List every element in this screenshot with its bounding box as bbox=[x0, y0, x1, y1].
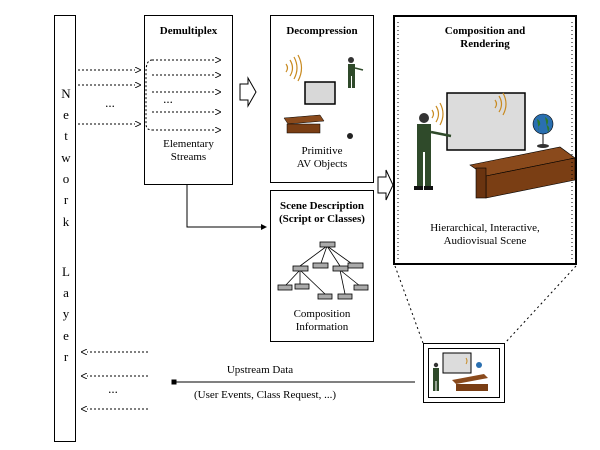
demultiplex-box bbox=[144, 15, 233, 185]
incoming-stream-arrows bbox=[78, 70, 140, 124]
demultiplex-caption-line2: Streams bbox=[170, 151, 207, 163]
composed-sound-right bbox=[494, 92, 507, 116]
network-layer-letter: r bbox=[63, 349, 69, 364]
demultiplex-ellipsis: ... bbox=[163, 91, 173, 106]
elementary-stream-fan bbox=[145, 60, 220, 130]
decompression-av-objects bbox=[283, 54, 364, 139]
composition-caption-line1: Hierarchical, Interactive, bbox=[430, 222, 540, 234]
perspective-lines bbox=[394, 265, 577, 344]
upstream-line bbox=[171, 379, 415, 385]
network-layer-letter: w bbox=[61, 150, 71, 165]
demux-to-scene-arrow bbox=[186, 185, 267, 230]
network-layer-letter: e bbox=[63, 107, 69, 122]
network-layer-letter: t bbox=[64, 128, 68, 143]
input-streams-ellipsis: ... bbox=[105, 95, 115, 110]
scene-description-caption-line1: Composition bbox=[293, 308, 351, 320]
network-layer-letter: N bbox=[61, 86, 71, 101]
decompression-caption-line2: AV Objects bbox=[296, 158, 348, 170]
demultiplex-caption-line1: Elementary bbox=[163, 138, 214, 150]
network-layer-letter: L bbox=[62, 264, 70, 279]
upstream-details-label: (User Events, Class Request, ...) bbox=[193, 389, 337, 401]
network-layer-letter: o bbox=[62, 171, 70, 186]
upstream-ellipsis: ... bbox=[108, 381, 118, 396]
network-layer-box bbox=[54, 15, 76, 442]
scene-tree bbox=[277, 241, 369, 300]
decompression-caption-line1: Primitive bbox=[301, 145, 343, 157]
screen-icon bbox=[304, 81, 336, 105]
composition-title-line1: Composition and bbox=[444, 25, 526, 37]
network-layer-letter: y bbox=[62, 306, 70, 321]
network-layer-letter: r bbox=[63, 192, 69, 207]
desk-icon bbox=[283, 114, 325, 134]
composed-desk bbox=[469, 146, 576, 199]
scene-description-title-line2: (Script or Classes) bbox=[279, 213, 365, 225]
composition-caption-line2: Audiovisual Scene bbox=[443, 235, 527, 247]
composed-presenter bbox=[414, 113, 452, 190]
presenter-icon bbox=[348, 57, 364, 88]
block-arrow-composition bbox=[377, 169, 394, 201]
demultiplex-title: Demultiplex bbox=[159, 25, 218, 37]
block-arrow-demux bbox=[239, 76, 257, 108]
composed-scene bbox=[414, 92, 576, 199]
composition-title-line2: Rendering bbox=[460, 38, 510, 50]
composed-globe bbox=[532, 113, 554, 148]
scene-description-title-line1: Scene Description bbox=[279, 200, 364, 212]
scene-description-caption-line2: Information bbox=[295, 321, 349, 333]
upstream-arrows bbox=[82, 352, 148, 409]
globe-icon-small bbox=[347, 133, 353, 139]
composed-sound-left bbox=[431, 102, 444, 126]
network-layer-letter: e bbox=[63, 328, 69, 343]
sound-icon bbox=[285, 54, 303, 82]
network-layer-letter: k bbox=[62, 214, 70, 229]
composed-screen bbox=[446, 92, 526, 151]
upstream-data-label: Upstream Data bbox=[226, 364, 294, 376]
decompression-title: Decompression bbox=[286, 25, 358, 37]
mini-scene bbox=[433, 352, 488, 391]
network-layer-letter: a bbox=[63, 285, 69, 300]
